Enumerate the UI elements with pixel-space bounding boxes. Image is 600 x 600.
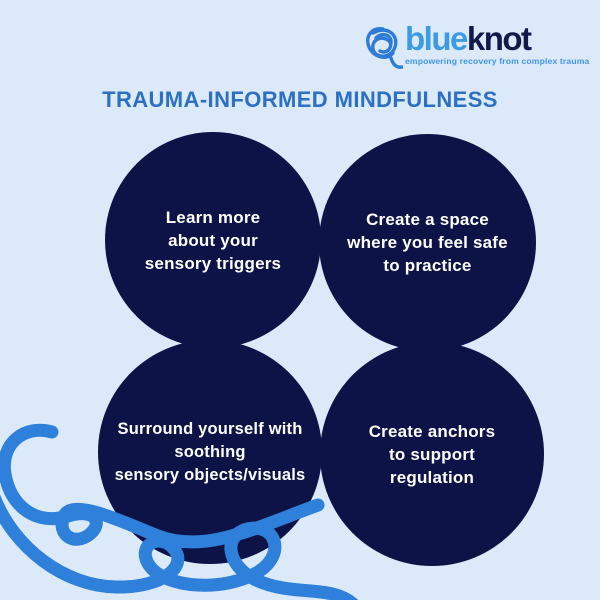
- circle-text: Create anchors to support regulation: [320, 420, 544, 489]
- logo-tagline: empowering recovery from complex trauma: [405, 56, 590, 66]
- circle-soothing-objects: Surround yourself with soothing sensory …: [98, 340, 322, 564]
- circle-text-line: Learn more: [165, 207, 261, 227]
- logo-word-blue: blue: [405, 20, 468, 57]
- circle-sensory-triggers: Learn more about your sensory triggers: [105, 132, 321, 348]
- circle-text-line: sensory objects/visuals: [114, 465, 306, 484]
- circle-text-line: soothing: [174, 442, 246, 461]
- blueknot-logo: blueknot empowering recovery from comple…: [363, 22, 589, 72]
- circle-text: Surround yourself with soothing sensory …: [98, 418, 322, 487]
- circle-text-line: sensory triggers: [144, 253, 282, 273]
- circle-anchors-regulation: Create anchors to support regulation: [320, 342, 544, 566]
- logo-word-knot: knot: [466, 20, 532, 57]
- circle-text-line: to practice: [383, 256, 472, 275]
- circle-text-line: Create a space: [366, 210, 489, 229]
- circle-safe-space: Create a space where you feel safe to pr…: [319, 134, 536, 351]
- logo-wordmark: blueknot: [405, 22, 589, 55]
- logo-text: blueknot empowering recovery from comple…: [405, 22, 589, 66]
- circle-text-line: to support: [388, 444, 476, 464]
- circle-text: Create a space where you feel safe to pr…: [319, 208, 536, 277]
- knot-icon: [366, 27, 403, 69]
- circle-text-line: regulation: [389, 467, 475, 487]
- circle-text: Learn more about your sensory triggers: [105, 206, 321, 275]
- page-title: TRAUMA-INFORMED MINDFULNESS: [102, 87, 498, 112]
- circle-text-line: Create anchors: [368, 421, 496, 441]
- circle-text-line: about your: [168, 230, 258, 250]
- circle-text-line: where you feel safe: [347, 233, 508, 252]
- circle-text-line: Surround yourself with: [117, 419, 303, 438]
